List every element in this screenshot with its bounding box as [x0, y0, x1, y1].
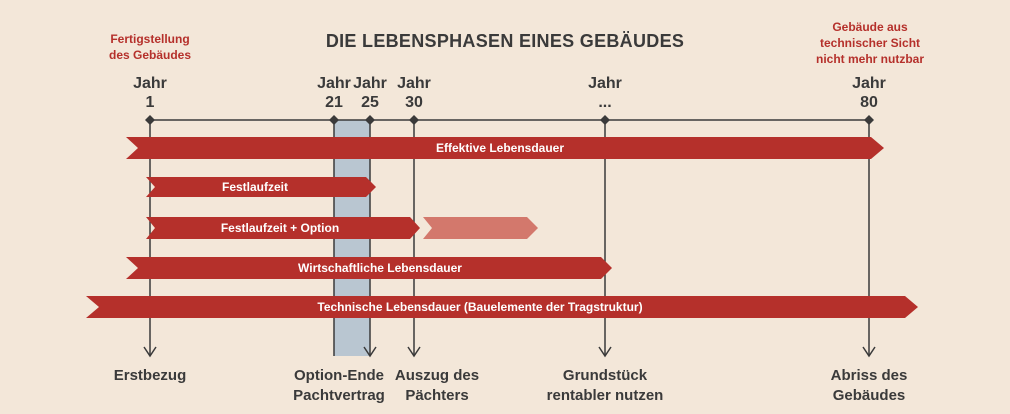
bar-label-festlaufzeit: Festlaufzeit: [221, 180, 288, 194]
bar-effektive-lebensdauer: [126, 137, 884, 159]
bar-festlaufzeit-option: [146, 217, 420, 239]
bar-option-extension: [423, 217, 538, 239]
bar-label-technische: Technische Lebensdauer (Bauelemente der …: [317, 300, 643, 314]
bar-label-festlaufzeit-option: Festlaufzeit + Option: [220, 221, 340, 235]
event-erstbezug: Erstbezug: [113, 367, 187, 384]
year-label-ellipsis: Jahr...: [588, 75, 622, 111]
bar-label-wirtschaftliche: Wirtschaftliche Lebensdauer: [298, 261, 462, 275]
page-title: DIE LEBENSPHASEN EINES GEBÄUDES: [325, 31, 685, 51]
timeline-ticks: [145, 115, 874, 125]
bar-wirtschaftliche-lebensdauer: [126, 257, 612, 279]
bar-label-effektive: Effektive Lebensdauer: [435, 141, 565, 155]
bar-festlaufzeit: [146, 177, 376, 197]
bar-technische-lebensdauer: [86, 296, 918, 318]
